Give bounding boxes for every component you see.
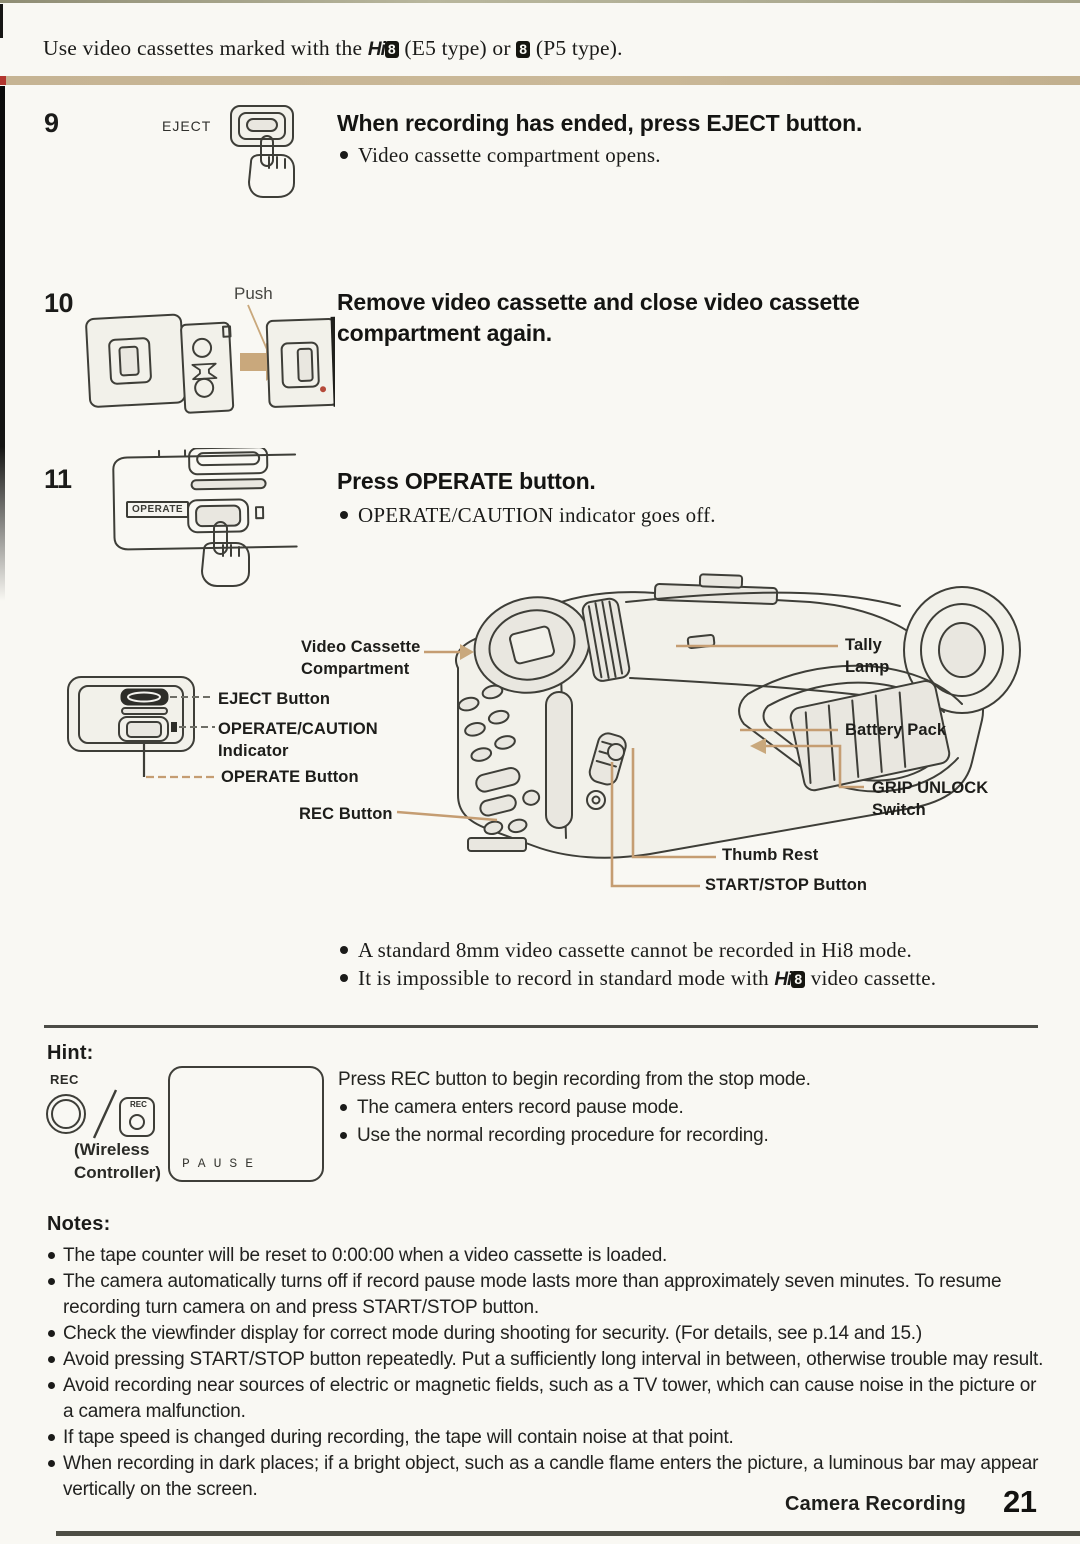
- wireless-controller-label: (Wireless Controller): [74, 1140, 161, 1182]
- bullet-dot: [340, 946, 348, 954]
- footer-section-title: Camera Recording: [785, 1493, 967, 1515]
- label-grip-unlock-switch: GRIP UNLOCK Switch: [872, 779, 989, 819]
- step-9-bullet-text: Video cassette compartment opens.: [358, 143, 661, 167]
- note-item: If tape speed is changed during recordin…: [48, 1425, 1048, 1451]
- label-battery-pack: Battery Pack: [845, 721, 947, 739]
- rec-buttons-icon: [46, 1089, 155, 1139]
- bullet-dot: [48, 1330, 55, 1337]
- top-edge-line: [0, 0, 1080, 3]
- label-thumb-rest: Thumb Rest: [722, 846, 819, 864]
- rec-label: REC: [50, 1072, 79, 1087]
- eject-button-icon: [230, 105, 295, 198]
- eject-icon-label: EJECT: [162, 118, 212, 134]
- step-10-number: 10: [44, 288, 74, 318]
- note-item: Avoid pressing START/STOP button repeate…: [48, 1347, 1048, 1373]
- label-tally-lamp: Tally Lamp: [845, 636, 890, 676]
- p8-logo: 8: [516, 41, 531, 58]
- note-item: The camera automatically turns off if re…: [48, 1269, 1048, 1321]
- bullet-dot: [340, 511, 348, 519]
- operate-press-illustration: [112, 448, 298, 587]
- step-11-bullet-text: OPERATE/CAUTION indicator goes off.: [358, 503, 716, 527]
- diagram-bullet-1-text: A standard 8mm video cassette cannot be …: [358, 938, 912, 962]
- label-operate-button: OPERATE Button: [221, 768, 359, 786]
- header-divider-rule: [0, 76, 1080, 85]
- operate-tag-label: OPERATE: [126, 501, 190, 518]
- notes-title: Notes:: [47, 1213, 111, 1235]
- hi8-logo-8: 8: [791, 971, 806, 988]
- diagram-bullet-2: It is impossible to record in standard m…: [340, 966, 1060, 991]
- label-rec-button: REC Button: [299, 805, 393, 823]
- hint-lead: Press REC button to begin recording from…: [338, 1069, 811, 1090]
- header-text-post: (P5 type).: [530, 36, 623, 60]
- viewfinder-pause-display: PAUSE: [168, 1066, 324, 1182]
- bullet-dot: [340, 1132, 347, 1139]
- hint-bullet-2: Use the normal recording procedure for r…: [340, 1122, 980, 1150]
- hi8-logo-8: 8: [384, 41, 399, 58]
- pause-indicator: PAUSE: [182, 1156, 262, 1171]
- cassette-eject-illustration: [85, 304, 335, 414]
- label-video-cassette-compartment: Video Cassette Compartment: [301, 638, 421, 678]
- footer-rule: [56, 1531, 1080, 1536]
- push-label: Push: [234, 284, 273, 303]
- header-text-pre: Use video cassettes marked with the: [43, 36, 368, 60]
- hi8-logo: Hi: [367, 39, 386, 60]
- bullet-dot: [48, 1252, 55, 1259]
- bullet-dot: [48, 1460, 55, 1467]
- camera-illustration: [67, 573, 1021, 888]
- hint-divider-rule: [44, 1025, 1038, 1028]
- step-10-heading: Remove video cassette and close video ca…: [337, 289, 860, 346]
- step-11-number: 11: [44, 464, 72, 494]
- left-scan-artifact-top: [0, 4, 3, 38]
- note-item: Check the viewfinder display for correct…: [48, 1321, 1048, 1347]
- step-9-number: 9: [44, 108, 59, 138]
- step-9-bullet: Video cassette compartment opens.: [340, 143, 980, 168]
- diagram-bullet-1: A standard 8mm video cassette cannot be …: [340, 938, 1040, 963]
- hint-bullet-1: The camera enters record pause mode.: [340, 1094, 980, 1122]
- bullet-dot: [48, 1434, 55, 1441]
- bullet-dot: [340, 1104, 347, 1111]
- diagram-bullet-2-text: It is impossible to record in standard m…: [358, 966, 937, 990]
- label-start-stop-button: START/STOP Button: [705, 876, 868, 894]
- bullet-dot: [340, 151, 348, 159]
- hi8-logo: Hi: [774, 969, 792, 990]
- bullet-dot: [48, 1356, 55, 1363]
- header-text-mid: (E5 type) or: [398, 36, 517, 60]
- note-item: The tape counter will be reset to 0:00:0…: [48, 1243, 1048, 1269]
- note-item: When recording in dark places; if a brig…: [48, 1451, 1048, 1503]
- label-eject-button: EJECT Button: [218, 690, 331, 708]
- notes-list: The tape counter will be reset to 0:00:0…: [48, 1243, 1048, 1503]
- footer-page-number: 21: [1003, 1484, 1037, 1519]
- bullet-dot: [340, 974, 348, 982]
- note-item: Avoid recording near sources of electric…: [48, 1373, 1048, 1425]
- wireless-rec-button-label: REC: [130, 1100, 147, 1109]
- left-scan-artifact: [0, 86, 5, 601]
- step-9-heading: When recording has ended, press EJECT bu…: [337, 110, 863, 136]
- bullet-dot: [48, 1278, 55, 1285]
- label-operate-caution-indicator: OPERATE/CAUTION Indicator: [218, 720, 378, 760]
- step-11-bullet: OPERATE/CAUTION indicator goes off.: [340, 503, 980, 528]
- hint-title: Hint:: [47, 1042, 94, 1064]
- step-11-heading: Press OPERATE button.: [337, 468, 596, 494]
- bullet-dot: [48, 1382, 55, 1389]
